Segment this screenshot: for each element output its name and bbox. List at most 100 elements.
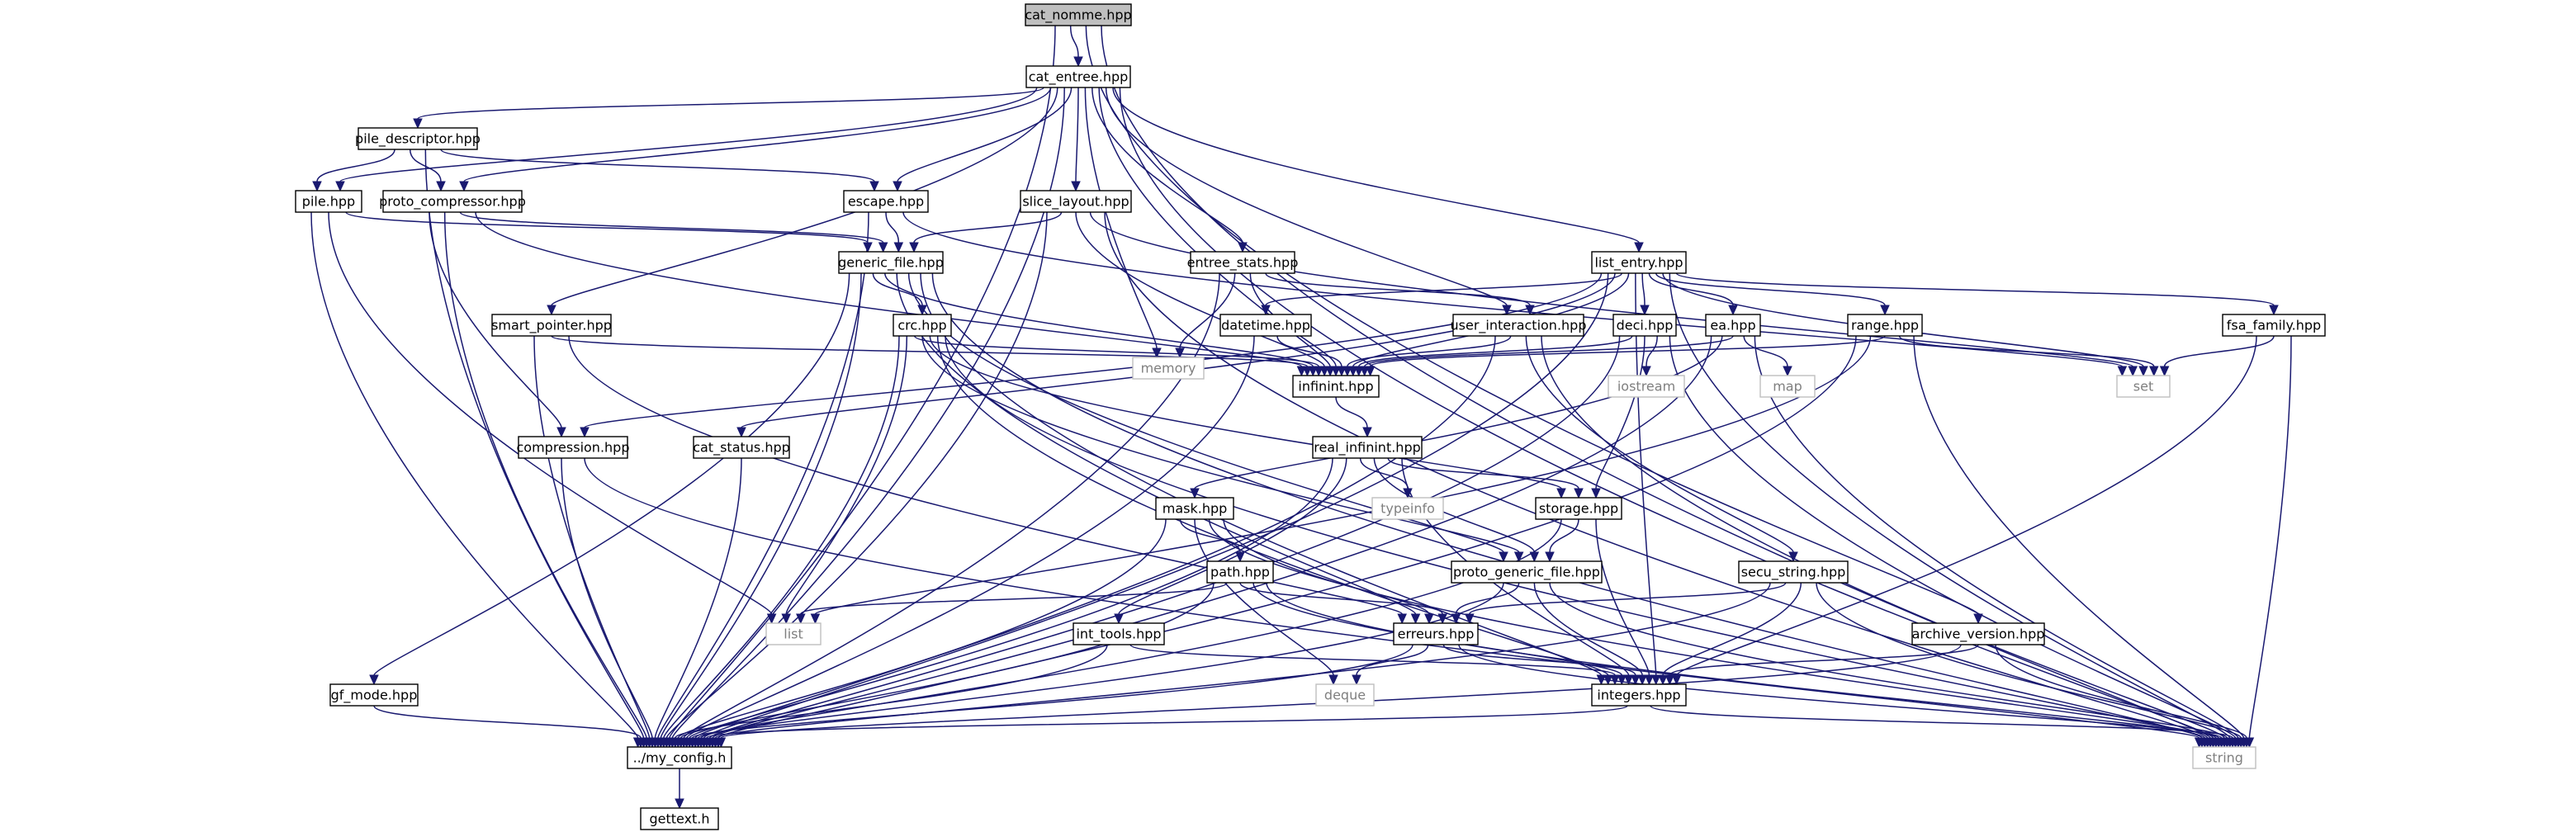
node-int-tools[interactable]: int_tools.hpp	[1073, 622, 1165, 645]
node-label: deque	[1324, 688, 1366, 703]
node-compression[interactable]: compression.hpp	[517, 436, 630, 459]
node-real-infinint[interactable]: real_infinint.hpp	[1312, 436, 1423, 459]
edge-escape-to-my-config	[657, 211, 869, 739]
edge-generic-file-to-infinint	[884, 272, 1314, 367]
edge-datetime-to-infinint	[1276, 335, 1342, 367]
node-pile[interactable]: pile.hpp	[295, 190, 362, 213]
node-gettext[interactable]: gettext.h	[640, 807, 719, 830]
node-infinint[interactable]: infinint.hpp	[1292, 375, 1380, 398]
node-proto-compressor[interactable]: proto_compressor.hpp	[379, 190, 526, 213]
edge-arrowhead	[1513, 551, 1524, 563]
node-cat-entree[interactable]: cat_entree.hpp	[1025, 65, 1131, 88]
node-box	[518, 436, 628, 459]
node-label: memory	[1141, 361, 1196, 376]
edge-arrowhead	[335, 181, 345, 192]
node-gf-mode[interactable]: gf_mode.hpp	[329, 683, 419, 707]
edge-list-entry-to-string	[1669, 272, 2231, 739]
edge-arrowhead	[710, 737, 721, 749]
edge-arrowhead	[413, 118, 423, 130]
node-fsa-family[interactable]: fsa_family.hpp	[2222, 314, 2326, 337]
edge-arrowhead	[1634, 242, 1644, 253]
node-generic-file[interactable]: generic_file.hpp	[838, 251, 944, 274]
edge-arrowhead	[1302, 366, 1313, 377]
node-box	[1025, 3, 1132, 26]
edge-cat-entree-to-slice-layout	[1075, 87, 1079, 182]
node-cat-nomme[interactable]: cat_nomme.hpp	[1025, 3, 1132, 26]
edge-generic-file-to-crc	[872, 272, 923, 306]
edge-mask-to-deque	[1194, 518, 1334, 676]
node-integers[interactable]: integers.hpp	[1591, 683, 1687, 707]
edge-arrowhead	[893, 242, 904, 253]
node-user-interaction[interactable]: user_interaction.hpp	[1451, 314, 1587, 337]
edge-cat-entree-to-list-entry	[1112, 87, 1640, 243]
node-set: set	[2116, 375, 2171, 398]
edge-arrowhead	[1342, 366, 1352, 377]
edge-fsa-family-to-set	[2163, 335, 2275, 367]
node-box	[1312, 436, 1423, 459]
edge-ea-to-mask	[1194, 335, 1723, 489]
edge-smart-pointer-to-erreurs	[568, 335, 1403, 615]
node-entree-stats[interactable]: entree_stats.hpp	[1187, 251, 1299, 274]
edge-generic-file-to-my-config	[660, 272, 862, 739]
edge-real-infinint-to-storage	[1387, 457, 1579, 489]
node-list: list	[765, 622, 822, 645]
edge-cat-entree-to-string	[1119, 87, 2214, 739]
node-erreurs[interactable]: erreurs.hpp	[1393, 622, 1479, 645]
edge-list-entry-to-compression	[584, 272, 1603, 428]
node-path[interactable]: path.hpp	[1206, 560, 1274, 584]
node-pile-descriptor[interactable]: pile_descriptor.hpp	[355, 127, 481, 150]
node-list-entry[interactable]: list_entry.hpp	[1591, 251, 1687, 274]
edge-arrowhead	[1328, 674, 1338, 686]
edge-list-entry-to-ea	[1648, 272, 1734, 306]
node-archive-version[interactable]: archive_version.hpp	[1911, 622, 2045, 645]
edge-arrowhead	[869, 181, 879, 192]
node-slice-layout[interactable]: slice_layout.hpp	[1020, 190, 1132, 213]
node-box	[1371, 497, 1444, 520]
node-smart-pointer[interactable]: smart_pointer.hpp	[491, 314, 612, 337]
edge-arrowhead	[369, 674, 379, 686]
edge-integers-to-string	[1650, 705, 2233, 739]
edge-user-interaction-to-infinint	[1347, 335, 1512, 367]
edge-arrowhead	[1465, 613, 1475, 625]
edge-arrowhead	[702, 737, 712, 749]
node-storage[interactable]: storage.hpp	[1535, 497, 1622, 520]
node-proto-generic-file[interactable]: proto_generic_file.hpp	[1451, 560, 1603, 584]
edge-entree-stats-to-my-config	[683, 272, 1220, 739]
edge-arrowhead	[1451, 613, 1461, 625]
edge-arrowhead	[670, 737, 680, 749]
node-range[interactable]: range.hpp	[1847, 314, 1923, 337]
edge-arrowhead	[2149, 366, 2159, 377]
node-label: ea.hpp	[1710, 318, 1755, 333]
edge-crc-to-my-config	[663, 335, 900, 739]
edge-crc-to-infinint	[913, 335, 1319, 367]
node-label: mask.hpp	[1163, 501, 1228, 517]
node-label: slice_layout.hpp	[1022, 194, 1129, 210]
node-mask[interactable]: mask.hpp	[1155, 497, 1234, 520]
node-label: crc.hpp	[897, 318, 946, 333]
node-label: escape.hpp	[848, 194, 924, 210]
edge-cat-nomme-to-my-config	[669, 25, 1056, 739]
edge-arrowhead	[693, 737, 703, 749]
edge-list-entry-to-range	[1655, 272, 1886, 306]
node-cat-status[interactable]: cat_status.hpp	[693, 436, 790, 459]
edge-arrowhead	[556, 427, 566, 438]
edge-arrowhead	[636, 737, 646, 749]
node-datetime[interactable]: datetime.hpp	[1219, 314, 1312, 337]
edge-arrowhead	[2228, 737, 2237, 749]
node-ea[interactable]: ea.hpp	[1705, 314, 1761, 337]
edge-secu-string-to-my-config	[714, 582, 1771, 739]
node-deci[interactable]: deci.hpp	[1612, 314, 1677, 337]
edge-real-infinint-to-typeinfo	[1359, 457, 1409, 489]
node-my-config[interactable]: ../my_config.h	[627, 746, 732, 769]
node-escape[interactable]: escape.hpp	[843, 190, 929, 213]
node-crc[interactable]: crc.hpp	[893, 314, 952, 337]
edge-arrowhead	[1410, 613, 1421, 625]
node-secu-string[interactable]: secu_string.hpp	[1738, 560, 1849, 584]
node-label: erreurs.hpp	[1398, 626, 1475, 642]
edge-arrowhead	[1640, 305, 1650, 316]
edge-gf-mode-to-my-config	[373, 705, 642, 739]
node-label: string	[2205, 750, 2243, 766]
edge-arrowhead	[1319, 366, 1329, 377]
edge-arrowhead	[1556, 488, 1566, 499]
